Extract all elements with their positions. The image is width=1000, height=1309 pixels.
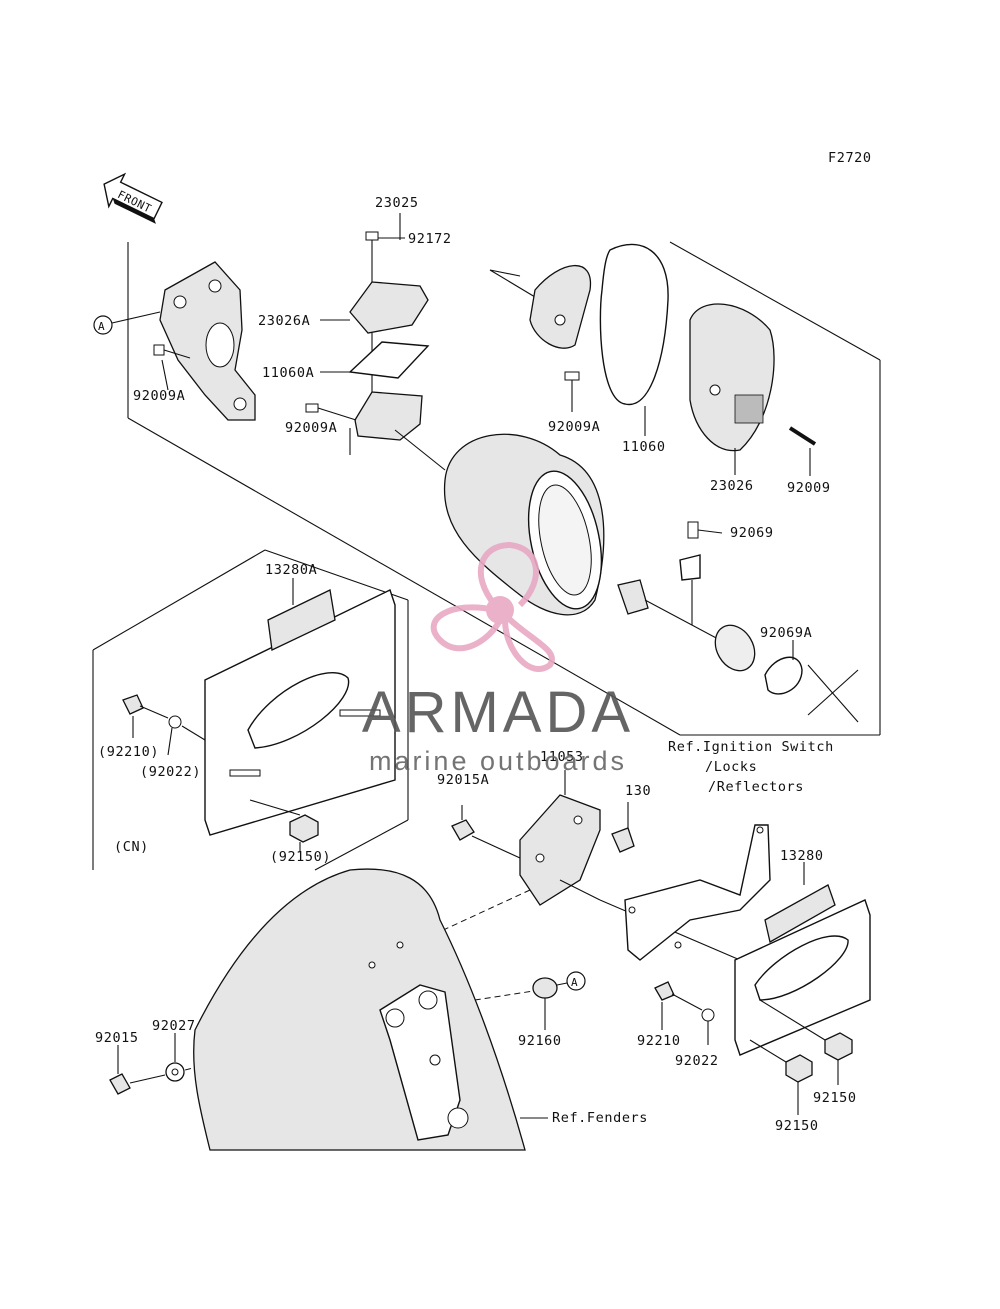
assembly-boundary-lines [127,241,881,736]
label-11060A: 11060A [262,365,314,381]
label-13280: 13280 [780,848,824,864]
cn-license-plate-bracket [204,578,396,836]
license-plate-13280 [734,862,871,1056]
tail-lamp-lens-23026 [689,303,775,475]
label-92150-cn: (92150) [270,849,331,865]
label-23025: 23025 [375,195,419,211]
svg-text:A: A [98,320,105,333]
ref-marker-a-upper: A [93,311,161,335]
ref-ignition-switch: Ref.Ignition Switch [668,739,834,755]
label-92022: 92022 [675,1053,719,1069]
label-92015A: 92015A [437,772,489,788]
cn-washer-92022 [167,715,206,756]
label-92150-b: 92150 [775,1118,819,1134]
armada-watermark: ARMADA marine outboards [362,541,634,776]
label-11060: 11060 [622,439,666,455]
ref-marker-a-lower: A [566,971,586,991]
label-92027: 92027 [152,1018,196,1034]
label-11053: 11053 [540,749,584,765]
label-92069: 92069 [730,525,774,541]
front-direction-arrow-icon: FRONT [103,172,163,224]
label-92009A-mid: 92009A [285,420,337,436]
license-plate-bracket-13280 [624,824,771,961]
label-92210-cn: (92210) [98,744,159,760]
figure-code: F2720 [828,150,872,166]
propeller-logo-icon [430,541,555,672]
label-92009A-left: 92009A [133,388,185,404]
svg-text:A: A [571,976,578,989]
label-92015: 92015 [95,1030,139,1046]
label-92172: 92172 [408,231,452,247]
tail-lamp-housing [394,429,605,616]
nut-92015 [109,1045,166,1095]
bolt-130 [611,802,635,853]
ref-fenders: Ref.Fenders [552,1110,648,1126]
label-92160: 92160 [518,1033,562,1049]
license-light-gasket-11060A [320,341,430,379]
washer-92027 [165,1033,185,1082]
grommet-92160 [532,977,568,1030]
label-92069A: 92069A [760,625,812,641]
washer-92022 [701,1008,715,1045]
bolt-92150-a [759,999,853,1085]
watermark-tagline: marine outboards [369,746,627,776]
label-92022-cn: (92022) [140,764,201,780]
label-92210: 92210 [637,1033,681,1049]
screw-92009A-lens [564,371,580,412]
bolt-92150-b [749,1039,813,1115]
tail-lamp-reflector [529,265,592,349]
label-130: 130 [625,783,651,799]
label-92009: 92009 [787,480,831,496]
propeller-hub-icon [486,596,514,624]
nut-92015A [451,805,521,859]
bulb-socket-92069 [617,521,756,672]
cn-variant-box [92,549,409,871]
ref-reflectors: /Reflectors [708,779,804,795]
label-13280A: 13280A [265,562,317,578]
watermark-brand: ARMADA [362,680,634,745]
label-92150-a: 92150 [813,1090,857,1106]
label-23026A: 23026A [258,313,310,329]
cn-bolt-92150 [249,799,319,852]
label-23026: 23026 [710,478,754,494]
screw-92009 [788,426,817,476]
nut-92210 [654,981,703,1030]
license-light-base [305,391,423,455]
label-cn: (CN) [114,839,149,855]
cn-nut-92210 [122,694,169,738]
tail-lamp-gasket-11060 [599,243,669,436]
rear-fender [193,868,548,1151]
label-92009A-lens: 92009A [548,419,600,435]
part-labels: 23025 92172 23026A 11060A 92009A 92009A … [95,195,857,1134]
bulb-92069A [764,640,859,723]
license-light-lens-23026A [320,281,429,334]
ref-locks: /Locks [705,759,757,775]
mounting-bracket-11053 [519,770,601,906]
bolt-92009A-left [153,344,191,391]
